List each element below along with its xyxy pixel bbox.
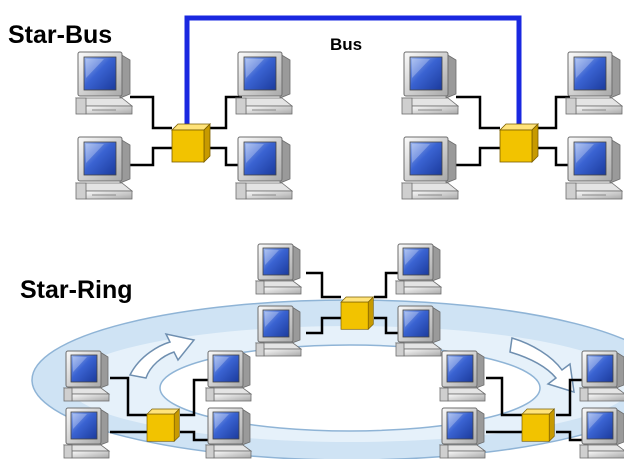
hub-icon bbox=[499, 123, 539, 163]
star-bus-title: Star-Bus bbox=[8, 21, 112, 49]
desktop-computer-icon bbox=[401, 51, 459, 115]
desktop-computer-icon bbox=[255, 243, 302, 295]
bus-line bbox=[184, 15, 522, 125]
hub-icon bbox=[146, 408, 180, 442]
desktop-computer-icon bbox=[63, 350, 110, 402]
desktop-computer-icon bbox=[205, 407, 252, 459]
right-ring-cables bbox=[486, 376, 586, 442]
star-ring-section: Star-Ring bbox=[20, 243, 624, 459]
desktop-computer-icon bbox=[439, 350, 486, 402]
hub-icon bbox=[171, 123, 211, 163]
desktop-computer-icon bbox=[255, 305, 302, 357]
left-cluster-cables bbox=[130, 95, 242, 167]
desktop-computer-icon bbox=[205, 350, 252, 402]
desktop-computer-icon bbox=[75, 51, 133, 115]
star-bus-section: Star-Bus Bus bbox=[8, 15, 623, 200]
desktop-computer-icon bbox=[579, 350, 624, 402]
desktop-computer-icon bbox=[565, 136, 623, 200]
curved-arrow-icon bbox=[128, 332, 196, 379]
desktop-computer-icon bbox=[235, 136, 293, 200]
desktop-computer-icon bbox=[75, 136, 133, 200]
left-ring-cables bbox=[110, 376, 212, 442]
desktop-computer-icon bbox=[395, 243, 442, 295]
desktop-computer-icon bbox=[565, 51, 623, 115]
desktop-computer-icon bbox=[235, 51, 293, 115]
desktop-computer-icon bbox=[395, 305, 442, 357]
curved-arrow-icon bbox=[509, 337, 575, 394]
desktop-computer-icon bbox=[63, 407, 110, 459]
star-ring-title: Star-Ring bbox=[20, 276, 133, 304]
bus-label: Bus bbox=[330, 35, 362, 54]
hub-icon bbox=[521, 408, 555, 442]
desktop-computer-icon bbox=[401, 136, 459, 200]
desktop-computer-icon bbox=[439, 407, 486, 459]
desktop-computer-icon bbox=[579, 407, 624, 459]
hub-icon bbox=[340, 296, 374, 330]
top-cluster-cables bbox=[306, 271, 398, 335]
right-cluster-cables bbox=[456, 95, 570, 167]
